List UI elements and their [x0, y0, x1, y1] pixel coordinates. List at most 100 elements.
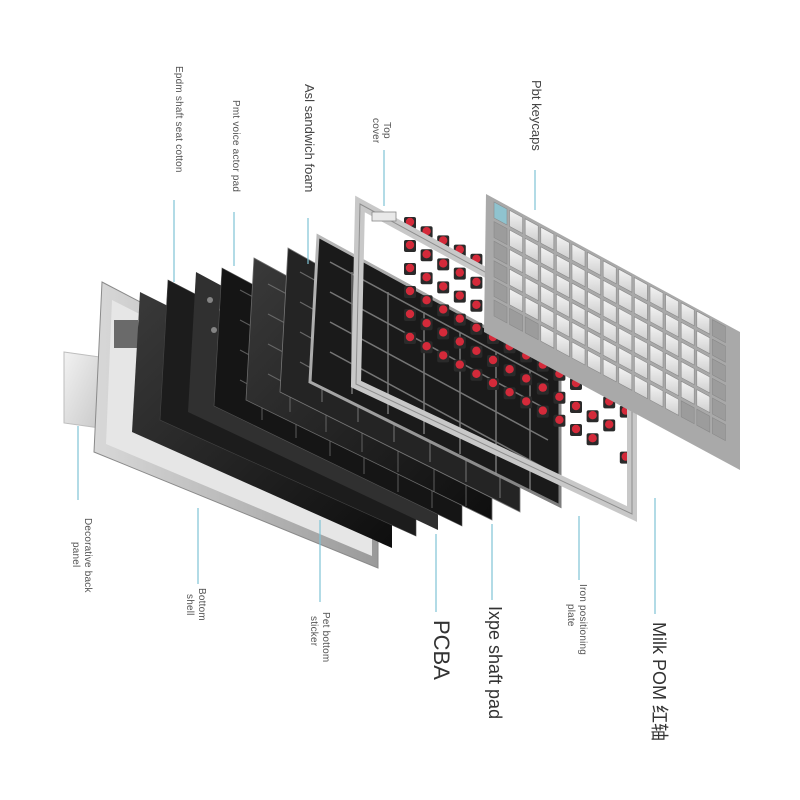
- keycap: [696, 369, 711, 394]
- switch-stem: [538, 406, 547, 415]
- label-bottom-1: Bottom: [196, 588, 207, 621]
- switch-stem: [472, 277, 481, 286]
- switch-stem: [488, 355, 498, 365]
- keycap: [649, 383, 664, 408]
- keycap: [634, 335, 648, 360]
- switch-stem: [439, 305, 448, 314]
- keycap: [665, 391, 679, 416]
- switch-stem: [405, 217, 415, 227]
- switch-stem: [455, 291, 464, 300]
- keycap: [712, 397, 726, 422]
- keycap: [712, 358, 726, 383]
- keycap: [540, 285, 555, 310]
- pbt-keycaps: [484, 194, 740, 470]
- keycap: [680, 302, 695, 327]
- keycap: [493, 279, 508, 304]
- keycap: [712, 417, 726, 442]
- keycap: [618, 288, 633, 313]
- keycap: [587, 251, 601, 276]
- switch-stem: [422, 296, 431, 305]
- keycap: [509, 268, 523, 293]
- switch-stem: [472, 369, 481, 378]
- switch-stem: [422, 227, 431, 236]
- switch-stem: [405, 309, 415, 319]
- switch-stem: [422, 319, 431, 328]
- switch-stem: [439, 351, 448, 360]
- keycap: [634, 316, 648, 341]
- switch-stem: [405, 286, 415, 296]
- label-decorative-1: Decorative back: [82, 518, 93, 593]
- keycap: [602, 299, 617, 324]
- keycap: [712, 377, 726, 402]
- keycap: [571, 263, 586, 288]
- keycap: [571, 321, 586, 346]
- keycap: [524, 218, 539, 243]
- switch-stem: [588, 411, 597, 420]
- keycap: [618, 307, 633, 332]
- keycap: [540, 265, 555, 290]
- keycap: [587, 310, 601, 335]
- switch-stem: [439, 259, 448, 268]
- keycap: [634, 355, 648, 380]
- label-epdm: Epdm shaft seat cotton: [173, 66, 184, 173]
- keycap: [696, 349, 711, 374]
- keycap: [524, 296, 539, 321]
- keycap: [556, 333, 570, 358]
- keycap: [696, 389, 711, 414]
- keycap: [509, 249, 523, 274]
- keycap: [680, 361, 695, 386]
- keycap: [509, 307, 523, 332]
- keycap: [587, 330, 601, 355]
- switch-stem: [439, 328, 448, 337]
- keycap: [602, 279, 617, 304]
- keycap: [493, 299, 508, 324]
- bottom-shell-slot: [114, 320, 138, 348]
- label-bottom-2: shell: [184, 594, 195, 616]
- keycap: [649, 363, 664, 388]
- keycap: [618, 327, 633, 352]
- keycap: [712, 319, 726, 344]
- keycap: [556, 313, 570, 338]
- decorative-back-panel-shape: [63, 351, 101, 429]
- switch-stem: [405, 263, 415, 273]
- label-pmt: Pmt voice actor pad: [230, 100, 241, 193]
- keycap: [493, 260, 508, 285]
- label-asl: Asl sandwich foam: [302, 84, 317, 193]
- keycap: [540, 226, 555, 251]
- switch-stem: [571, 424, 581, 434]
- keycap: [524, 277, 539, 302]
- switch-stem: [555, 415, 564, 424]
- keycap: [618, 366, 633, 391]
- keycap: [602, 358, 617, 383]
- keycap: [556, 293, 570, 318]
- switch-stem: [439, 282, 448, 291]
- label-decorative-2: panel: [70, 542, 81, 568]
- label-milk: Milk POM 红轴: [649, 622, 669, 741]
- switch-stem: [472, 323, 481, 332]
- switch-stem: [422, 250, 431, 259]
- keycap: [634, 277, 648, 302]
- switch-stem: [405, 240, 415, 250]
- switch-stem: [455, 360, 464, 369]
- keycap: [602, 260, 617, 285]
- switch-stem: [522, 397, 531, 406]
- keycap: [618, 347, 633, 372]
- keycap: [540, 305, 555, 330]
- switch-stem: [588, 434, 597, 443]
- keycap: [509, 209, 523, 234]
- switch-stem: [455, 268, 464, 277]
- switch-stem: [522, 374, 531, 383]
- switch-stem: [405, 332, 415, 342]
- keycap: [587, 271, 601, 296]
- keycap: [571, 243, 586, 268]
- label-pcba: PCBA: [429, 620, 454, 680]
- switch-stem: [422, 273, 431, 282]
- keycap: [602, 319, 617, 344]
- keycap: [649, 285, 664, 310]
- keycap: [649, 344, 664, 369]
- label-pet-2: sticker: [308, 616, 319, 647]
- keycap: [680, 380, 695, 405]
- keycap: [493, 201, 508, 226]
